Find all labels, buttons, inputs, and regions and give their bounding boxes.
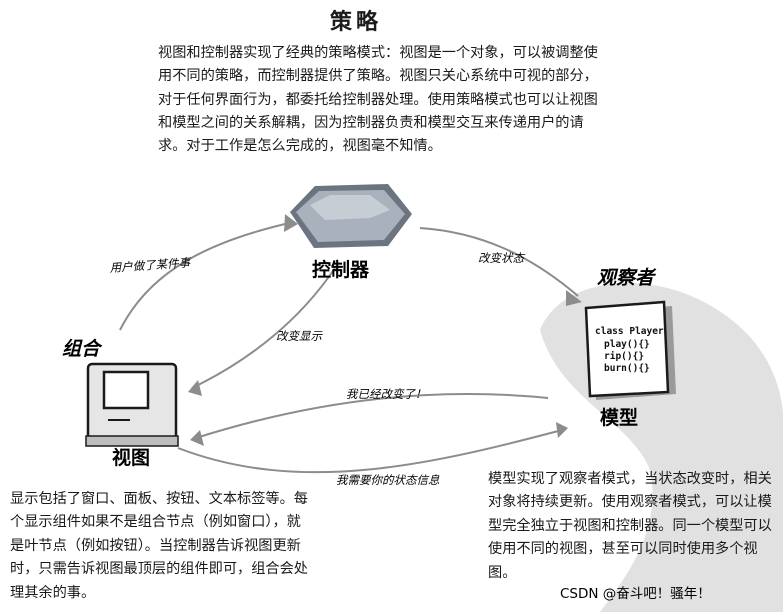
model-code-line: play(){} <box>604 339 650 350</box>
model-code-line: class Player <box>595 326 664 337</box>
arrow-controller-to-model <box>419 227 579 297</box>
note-model-to-view: 我已经改变了！ <box>346 387 427 401</box>
arrows <box>119 223 579 474</box>
observer-description: 模型实现了观察者模式，当状态改变时，相关对象将持续更新。使用观察者模式，可以让模… <box>488 471 772 581</box>
composite-title: 组合 <box>62 338 103 360</box>
model-code-line: rip(){} <box>604 351 644 362</box>
composite-description: 显示包括了窗口、面板、按钮、文本标签等。每个显示组件如果不是组合节点（例如窗口）… <box>10 491 308 601</box>
watermark: CSDN @奋斗吧！骚年！ <box>560 586 711 602</box>
note-controller-to-model: 改变状态 <box>478 251 525 265</box>
view-label: 视图 <box>112 446 150 469</box>
arrowheads <box>188 214 582 446</box>
note-view-to-controller: 用户做了某件事 <box>109 255 192 275</box>
model-node <box>584 300 676 400</box>
note-view-to-model: 我需要你的状态信息 <box>336 473 440 487</box>
arrow-model-to-view <box>195 392 549 439</box>
arrow-view-to-model <box>177 429 563 474</box>
arrow-view-to-controller <box>119 223 286 331</box>
controller-node <box>290 184 412 248</box>
strategy-description: 视图和控制器实现了经典的策略模式：视图是一个对象，可以被调整使用不同的策略，而控… <box>158 45 598 155</box>
note-controller-to-view: 改变显示 <box>276 329 323 343</box>
model-code-line: burn(){} <box>604 363 650 374</box>
model-code: class Player play(){} rip(){} burn(){} <box>595 326 664 374</box>
arrow-controller-to-view <box>191 267 336 389</box>
model-label: 模型 <box>600 406 638 429</box>
strategy-title: 策略 <box>330 10 383 35</box>
observer-title: 观察者 <box>597 267 657 289</box>
view-node <box>85 362 179 447</box>
controller-label: 控制器 <box>312 258 370 281</box>
